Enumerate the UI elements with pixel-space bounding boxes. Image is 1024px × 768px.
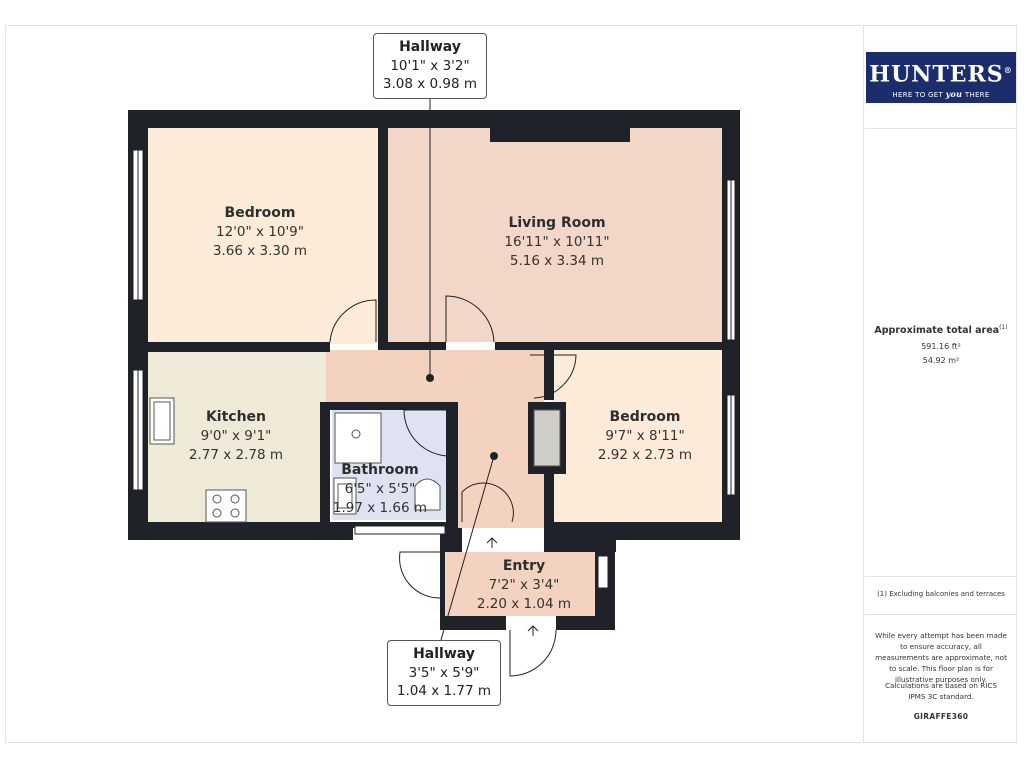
logo-brand: HUNTERS bbox=[869, 61, 1004, 88]
bedroom-right-imperial: 9'7" x 8'11" bbox=[605, 428, 684, 444]
area-title: Approximate total area bbox=[874, 325, 1000, 337]
hallway-bottom-callout: Hallway 3'5" x 5'9" 1.04 x 1.77 m bbox=[387, 640, 501, 706]
kitchen-imperial: 9'0" x 9'1" bbox=[201, 428, 272, 444]
bathroom-imperial: 6'5" x 5'5" bbox=[345, 481, 416, 497]
sidebar-divider bbox=[863, 25, 864, 743]
bedroom-left-imperial: 12'0" x 10'9" bbox=[216, 224, 304, 240]
bedroom-left-label: Bedroom 12'0" x 10'9" 3.66 x 3.30 m bbox=[213, 205, 307, 259]
disclaimer-text: While every attempt has been made to ens… bbox=[875, 631, 1007, 684]
bedroom-left-name: Bedroom bbox=[225, 205, 296, 221]
bedroom-right-fill bbox=[552, 350, 722, 522]
entry-fill bbox=[445, 552, 595, 616]
window-lines bbox=[137, 150, 732, 495]
kitchen-metric: 2.77 x 2.78 m bbox=[189, 447, 283, 463]
floor-plan: Bedroom 12'0" x 10'9" 3.66 x 3.30 m Livi… bbox=[128, 97, 740, 677]
bedroom-right-metric: 2.92 x 2.73 m bbox=[598, 447, 692, 463]
bathroom-fixtures bbox=[333, 412, 441, 515]
sidebar-rule-lower bbox=[865, 614, 1017, 615]
living-room-name: Living Room bbox=[508, 215, 605, 231]
bedroom-right-name: Bedroom bbox=[610, 409, 681, 425]
door-swings bbox=[329, 295, 577, 677]
logo-tagline-post: THERE bbox=[962, 91, 990, 100]
hallway-bottom-metric: 1.04 x 1.77 m bbox=[396, 683, 492, 699]
kitchen-fixtures bbox=[149, 397, 247, 523]
living-room-metric: 5.16 x 3.34 m bbox=[510, 253, 604, 269]
closet bbox=[533, 409, 561, 467]
bathroom-name: Bathroom bbox=[341, 462, 419, 478]
entry-metric: 2.20 x 1.04 m bbox=[477, 596, 571, 612]
balconies-note: (1) Excluding balconies and terraces bbox=[877, 590, 1005, 598]
hallway-top-imperial: 10'1" x 3'2" bbox=[390, 58, 470, 74]
entry-arrows bbox=[486, 537, 539, 636]
hallway-top-callout: Hallway 10'1" x 3'2" 3.08 x 0.98 m bbox=[373, 33, 487, 99]
logo-tagline-emphasis: you bbox=[945, 89, 963, 100]
area-sqm: 54.92 m² bbox=[922, 356, 960, 365]
area-sqft: 591.16 ft² bbox=[921, 342, 961, 351]
calculation-note: Calculations are based on RICS IPMS 3C s… bbox=[885, 681, 997, 701]
logo-tagline: HERE TO GET you THERE bbox=[866, 89, 1016, 99]
kitchen-label: Kitchen 9'0" x 9'1" 2.77 x 2.78 m bbox=[189, 409, 283, 463]
hallway-leaders bbox=[426, 97, 498, 641]
bedroom-left-fill bbox=[148, 128, 380, 344]
giraffe360-credit: GIRAFFE360 bbox=[913, 712, 969, 721]
hallway-bottom-name: Hallway bbox=[413, 646, 475, 662]
hunters-logo: HUNTERS® HERE TO GET you THERE bbox=[866, 52, 1016, 103]
bedroom-right-label: Bedroom 9'7" x 8'11" 2.92 x 2.73 m bbox=[598, 409, 692, 463]
entry-name: Entry bbox=[503, 558, 545, 574]
entry-imperial: 7'2" x 3'4" bbox=[489, 577, 560, 593]
page-frame bbox=[5, 25, 1017, 743]
area-footnote-mark: (1) bbox=[999, 324, 1008, 331]
living-room-fill bbox=[388, 128, 722, 342]
hallway-bottom-imperial: 3'5" x 5'9" bbox=[408, 665, 480, 681]
bathroom-metric: 1.97 x 1.66 m bbox=[333, 500, 427, 516]
hallway-top-name: Hallway bbox=[399, 39, 461, 55]
hallway-top-metric: 3.08 x 0.98 m bbox=[382, 76, 478, 92]
logo-registered-mark: ® bbox=[1003, 65, 1013, 75]
sidebar-rule-middle bbox=[865, 576, 1017, 577]
bedroom-left-metric: 3.66 x 3.30 m bbox=[213, 243, 307, 259]
living-room-label: Living Room 16'11" x 10'11" 5.16 x 3.34 … bbox=[504, 215, 609, 269]
logo-tagline-pre: HERE TO GET bbox=[892, 91, 946, 100]
living-room-imperial: 16'11" x 10'11" bbox=[504, 234, 609, 250]
sidebar-rule-top bbox=[865, 128, 1017, 129]
area-title-row: Approximate total area(1) bbox=[865, 324, 1017, 336]
bathroom-label: Bathroom 6'5" x 5'5" 1.97 x 1.66 m bbox=[333, 462, 427, 516]
entry-label: Entry 7'2" x 3'4" 2.20 x 1.04 m bbox=[477, 558, 571, 612]
kitchen-name: Kitchen bbox=[206, 409, 266, 425]
